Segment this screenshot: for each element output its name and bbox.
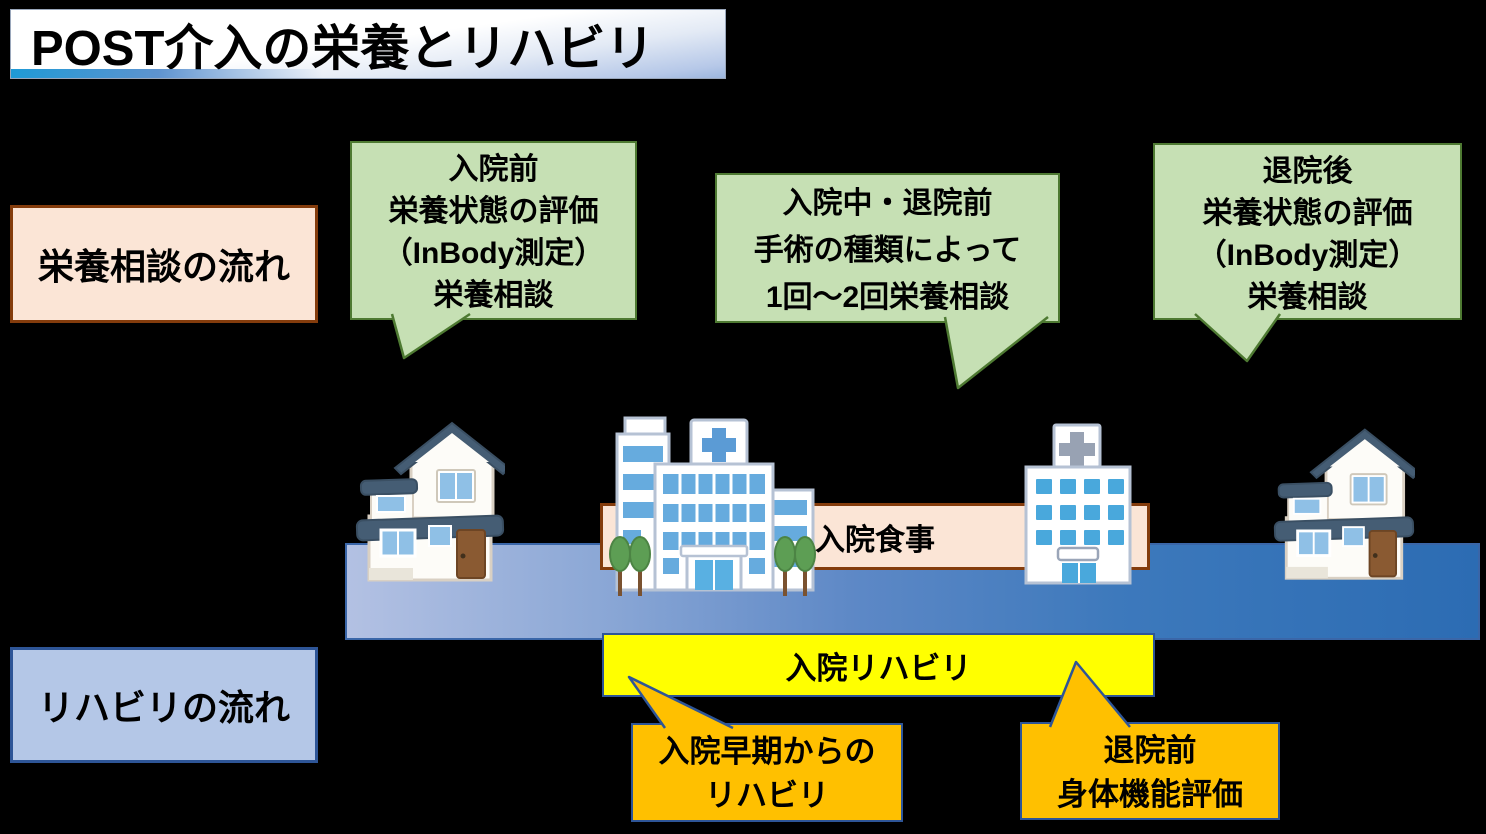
bubble-post-discharge: 退院後 栄養状態の評価 （InBody測定） 栄養相談 [1153,143,1462,320]
bubble-tail [943,316,1049,390]
bubble-line: 退院後 [1262,155,1353,188]
bubble-line: 栄養状態の評価 [388,195,599,228]
bubble-line: 入院早期からの [658,734,876,769]
bubble-line: 入院前 [448,153,539,186]
bubble-early-rehab: 入院早期からの リハビリ [631,723,903,822]
bubble-tail [1194,313,1282,363]
nutrition-flow-label: 栄養相談の流れ [10,205,318,323]
bubble-line: 手術の種類によって [753,234,1022,267]
bubble-line: リハビリ [705,778,829,813]
bubble-line: 退院前 [1103,733,1197,768]
bubble-pre-admission: 入院前 栄養状態の評価 （InBody測定） 栄養相談 [350,141,637,320]
hospital-meal-label: 入院食事 [815,523,935,557]
bubble-tail [390,312,471,360]
bubble-line: （InBody測定） [382,237,605,270]
bubble-line: 栄養相談 [433,279,554,312]
hospital-rehab-box: 入院リハビリ [602,633,1155,697]
hospital-meal-box: 入院食事 [600,503,1150,570]
bubble-line: 身体機能評価 [1057,777,1243,812]
bubble-in-hospital: 入院中・退院前 手術の種類によって 1回～2回栄養相談 [715,173,1060,323]
rehab-flow-label: リハビリの流れ [10,647,318,763]
page-title: POST介入の栄養とリハビリ [31,21,655,76]
bubble-pre-discharge-eval: 退院前 身体機能評価 [1020,722,1280,820]
bubble-line: 栄養状態の評価 [1202,197,1413,230]
bubble-line: 1回～2回栄養相談 [765,281,1010,314]
title-bar: POST介入の栄養とリハビリ [10,9,726,79]
bubble-line: 入院中・退院前 [782,187,993,220]
bubble-line: （InBody測定） [1196,239,1419,272]
bubble-line: 栄養相談 [1247,281,1368,314]
hospital-rehab-label: 入院リハビリ [785,650,972,686]
